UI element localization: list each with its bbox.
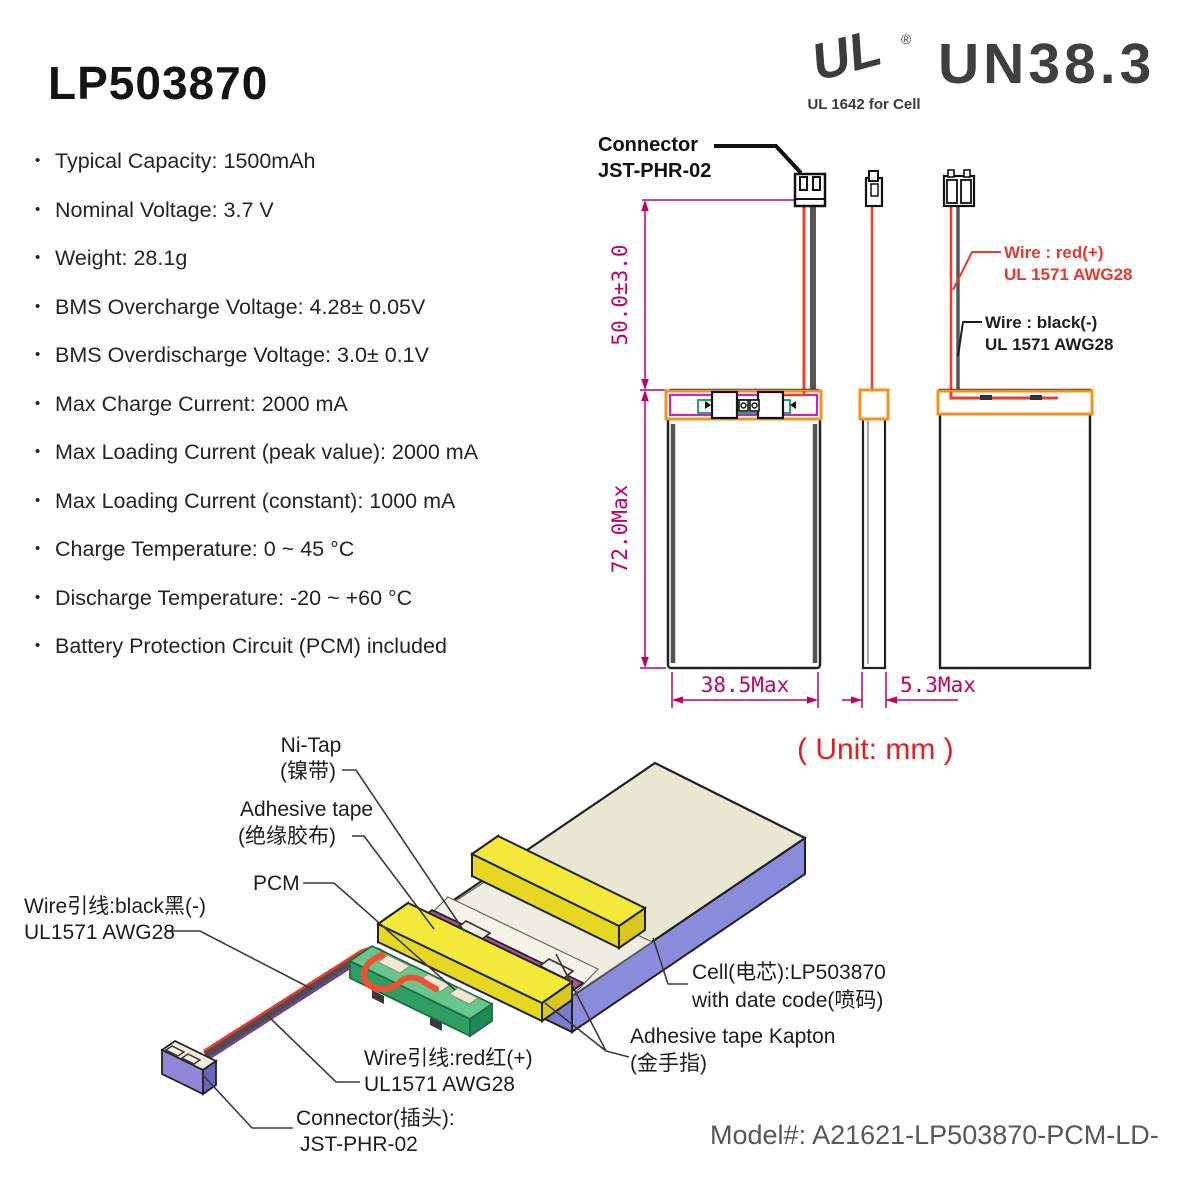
adhesive-tape-front-bar: [376, 901, 574, 1023]
spec-item: • Typical Capacity: 1500mAh: [35, 149, 478, 174]
spec-text: Max Loading Current (constant): 1000 mA: [55, 488, 456, 513]
pcm-pad: [377, 954, 411, 974]
spec-item: • Battery Protection Circuit (PCM) includ…: [35, 634, 478, 659]
spec-text: Typical Capacity: 1500mAh: [55, 149, 316, 173]
adhesive-tape-label: (绝缘胶布): [238, 825, 336, 848]
spec-item: • Discharge Temperature: -20 ~ +60 °C: [35, 586, 478, 611]
wire-red-label: Wire引线:red红(+): [364, 1047, 533, 1070]
wire-black-label: Wire引线:black黑(-): [24, 895, 206, 918]
connector-callout: Connector: [598, 134, 698, 156]
connector-callout: JST-PHR-02: [598, 160, 711, 182]
dimension-lines: [640, 199, 958, 708]
pcm-board-3d: [348, 944, 494, 1038]
pcm-label: PCM: [253, 872, 300, 895]
spec-item: • BMS Overcharge Voltage: 4.28± 0.05V: [35, 295, 478, 320]
spec-item: • Charge Temperature: 0 ~ 45 °C: [35, 537, 478, 562]
spec-item: • Max Loading Current (constant): 1000 mA: [35, 489, 478, 514]
wire-red-leader-line: [952, 251, 1001, 291]
cell-label: with date code(喷码): [691, 989, 883, 1012]
ni-tap-label: (镍带): [280, 760, 336, 783]
dimension-arrows: [641, 200, 897, 704]
connector-label: JST-PHR-02: [300, 1133, 418, 1156]
cell-label: Cell(电芯):LP503870: [692, 961, 886, 984]
dim-wire-length: 50.0±3.0: [608, 244, 632, 345]
spec-list: • Typical Capacity: 1500mAh • Nominal Volt…: [35, 149, 478, 683]
un383-certification: UN38.3: [938, 32, 1156, 96]
connector-pin-slot: [180, 1053, 202, 1065]
dim-cell-thickness: 5.3Max: [900, 673, 976, 697]
pcm-leader-line: [303, 882, 456, 991]
spec-item: • Max Loading Current (peak value): 2000 …: [35, 440, 478, 465]
side-view: [858, 170, 890, 670]
connector-label: Connector(插头):: [296, 1107, 455, 1130]
connector-leader-line: [714, 144, 803, 175]
spec-text: BMS Overdischarge Voltage: 3.0± 0.1V: [55, 343, 429, 367]
spec-item: • Nominal Voltage: 3.7 V: [35, 198, 478, 223]
spec-text: BMS Overcharge Voltage: 4.28± 0.05V: [55, 294, 426, 319]
bullet-icon: •: [35, 540, 41, 557]
spec-item: • BMS Overdischarge Voltage: 3.0± 0.1V: [35, 343, 478, 368]
exploded-leader-lines: [166, 769, 688, 1129]
wire-black-callout: Wire : black(-): [985, 313, 1097, 332]
kapton-label: (金手指): [630, 1052, 707, 1075]
connector-leader-line: [201, 1073, 293, 1129]
wire-red-callout: Wire : red(+): [1004, 243, 1104, 262]
adhesive-tape-label: Adhesive tape: [240, 798, 373, 821]
exploded-view-diagram: Ni-Tap (镍带) Adhesive tape (绝缘胶布) PCM Wir…: [24, 734, 886, 1156]
bullet-icon: •: [35, 297, 41, 315]
dim-cell-height: 72.0Max: [608, 485, 632, 574]
wire-red-callout: UL 1571 AWG28: [1004, 265, 1133, 284]
bullet-icon: •: [35, 443, 41, 460]
protection-ic: [756, 390, 785, 420]
bullet-icon: •: [35, 152, 41, 169]
bullet-icon: •: [35, 200, 41, 218]
kapton-leader-line: [544, 953, 630, 1058]
pcm-red-wire: [360, 952, 439, 992]
registered-mark-icon: ®: [901, 31, 912, 47]
ul-caption: UL 1642 for Cell: [807, 96, 921, 113]
kapton-label: Adhesive tape Kapton: [630, 1025, 836, 1048]
wire-black-label: UL1571 AWG28: [24, 921, 175, 944]
bullet-icon: •: [35, 346, 41, 363]
front-view-connector: [793, 172, 827, 208]
spec-item: • Weight: 28.1g: [35, 246, 478, 271]
bullet-icon: •: [35, 637, 41, 654]
adhesive-tape-leader-line: [352, 835, 435, 930]
ul-logo-letters: UL: [806, 26, 888, 93]
bullet-icon: •: [35, 394, 41, 412]
wire-black-leader-line: [957, 321, 982, 357]
bullet-icon: •: [35, 588, 41, 606]
bullet-icon: •: [35, 491, 41, 509]
spec-text: Nominal Voltage: 3.7 V: [55, 197, 274, 222]
connector-3d: [160, 1039, 218, 1096]
spec-text: Max Charge Current: 2000 mA: [55, 391, 348, 416]
spec-text: Max Loading Current (peak value): 2000 m…: [55, 440, 479, 464]
bullet-icon: •: [35, 249, 41, 266]
model-number: Model#: A21621-LP503870-PCM-LD-: [710, 1120, 1159, 1150]
ni-tap-leader-line: [342, 769, 465, 932]
wire-red-label: UL1571 AWG28: [364, 1073, 515, 1096]
spec-text: Battery Protection Circuit (PCM) include…: [55, 634, 447, 658]
spec-text: Discharge Temperature: -20 ~ +60 °C: [55, 585, 413, 610]
page-title: LP503870: [48, 57, 269, 109]
connector-pin-slot: [164, 1045, 186, 1057]
adhesive-tape-top-bar: [470, 834, 647, 950]
spec-text: Charge Temperature: 0 ~ 45 °C: [55, 537, 355, 561]
dimension-drawing: Connector JST-PHR-02: [598, 134, 1133, 708]
wire-black-leader-line: [166, 930, 313, 990]
ul-logo-icon: UL ®: [806, 26, 912, 93]
cell-leader-line: [652, 937, 688, 985]
wire-red-leader-line: [267, 1015, 360, 1083]
ni-tap-label: Ni-Tap: [281, 734, 342, 757]
spec-item: • Max Charge Current: 2000 mA: [35, 392, 478, 417]
spec-text: Weight: 28.1g: [55, 246, 188, 270]
rear-view: [936, 169, 1094, 670]
dim-cell-width: 38.5Max: [701, 673, 790, 697]
unit-note: ( Unit: mm ): [797, 733, 954, 766]
front-view-cell: [664, 388, 823, 670]
wire-black-callout: UL 1571 AWG28: [985, 335, 1114, 354]
pcm-pad: [448, 987, 479, 1005]
protection-ic: [710, 390, 739, 420]
